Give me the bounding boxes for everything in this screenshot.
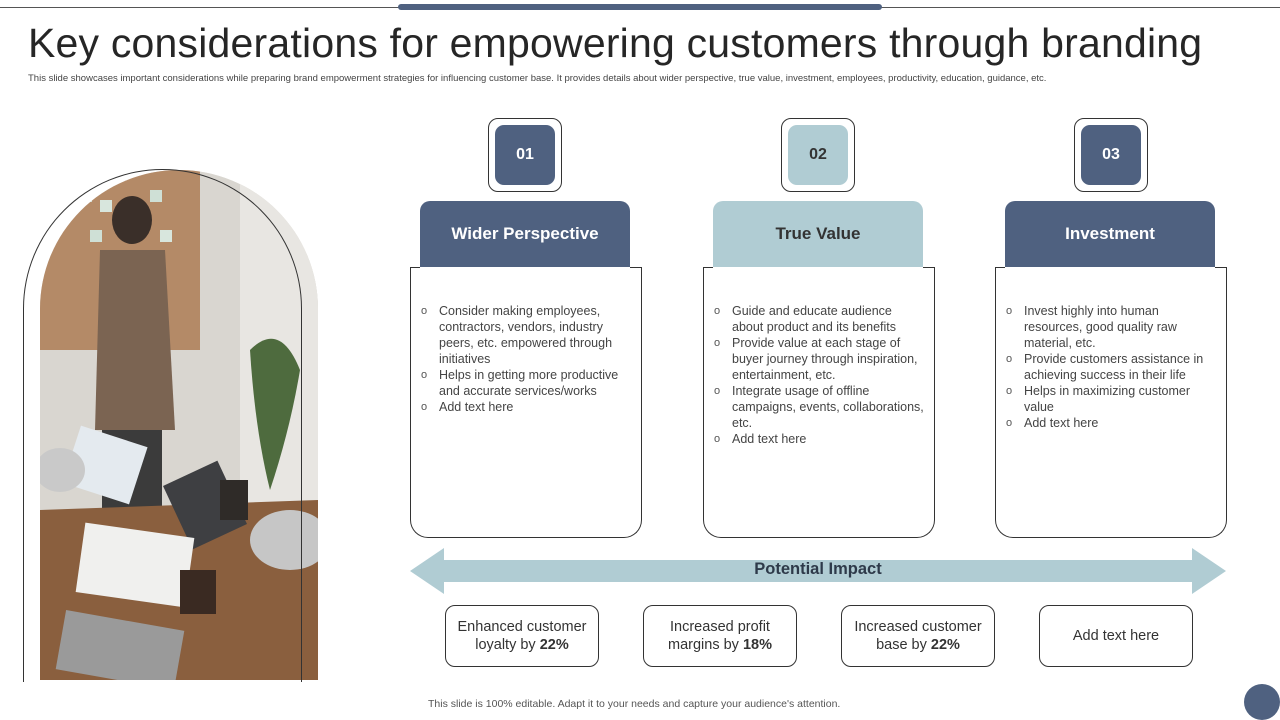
column-heading-investment: Investment (1005, 201, 1215, 269)
slide-title: Key considerations for empowering custom… (28, 20, 1203, 66)
step-number-1: 01 (495, 125, 555, 185)
top-accent-bar (398, 4, 882, 10)
corner-decoration (1244, 684, 1280, 720)
arch-frame (23, 169, 302, 682)
card-edge (410, 267, 420, 268)
card-edge (995, 267, 1005, 268)
step-number-badge-2: 02 (781, 118, 855, 192)
impact-text: Add text here (1072, 628, 1160, 644)
slide-subtitle: This slide showcases important considera… (28, 73, 1047, 84)
step-number-badge-3: 03 (1074, 118, 1148, 192)
list-item: Integrate usage of offline campaigns, ev… (714, 383, 926, 431)
bullet-list-3: Invest highly into human resources, good… (1006, 303, 1218, 431)
list-item: Provide customers assistance in achievin… (1006, 351, 1218, 383)
list-item: Helps in getting more productive and acc… (421, 367, 633, 399)
list-item: Invest highly into human resources, good… (1006, 303, 1218, 351)
footer-note: This slide is 100% editable. Adapt it to… (428, 698, 841, 710)
column-card-1: Consider making employees, contractors, … (410, 267, 642, 538)
card-edge (1215, 267, 1227, 268)
card-edge (923, 267, 935, 268)
column-heading-wider-perspective: Wider Perspective (420, 201, 630, 269)
impact-value: 22% (539, 637, 569, 653)
card-edge (703, 267, 713, 268)
impact-box-3: Increased customer base by 22% (841, 605, 995, 667)
bullet-list-2: Guide and educate audience about product… (714, 303, 926, 447)
impact-box-1: Enhanced customer loyalty by 22% (445, 605, 599, 667)
list-item: Provide value at each stage of buyer jou… (714, 335, 926, 383)
step-number-3: 03 (1081, 125, 1141, 185)
list-item: Add text here (1006, 415, 1218, 431)
step-number-2: 02 (788, 125, 848, 185)
list-item: Guide and educate audience about product… (714, 303, 926, 335)
column-heading-true-value: True Value (713, 201, 923, 269)
card-edge (630, 267, 642, 268)
impact-value: 18% (742, 637, 772, 653)
impact-text: Increased profit margins by (668, 619, 770, 653)
column-card-3: Invest highly into human resources, good… (995, 267, 1227, 538)
step-number-badge-1: 01 (488, 118, 562, 192)
impact-box-4: Add text here (1039, 605, 1193, 667)
potential-impact-label: Potential Impact (754, 560, 882, 578)
list-item: Helps in maximizing customer value (1006, 383, 1218, 415)
list-item: Consider making employees, contractors, … (421, 303, 633, 367)
bullet-list-1: Consider making employees, contractors, … (421, 303, 633, 415)
list-item: Add text here (714, 431, 926, 447)
column-card-2: Guide and educate audience about product… (703, 267, 935, 538)
impact-value: 22% (930, 637, 960, 653)
impact-box-2: Increased profit margins by 18% (643, 605, 797, 667)
list-item: Add text here (421, 399, 633, 415)
impact-text: Increased customer base by (854, 619, 982, 653)
impact-text: Enhanced customer loyalty by (457, 619, 587, 653)
double-arrow-icon (410, 548, 1226, 594)
